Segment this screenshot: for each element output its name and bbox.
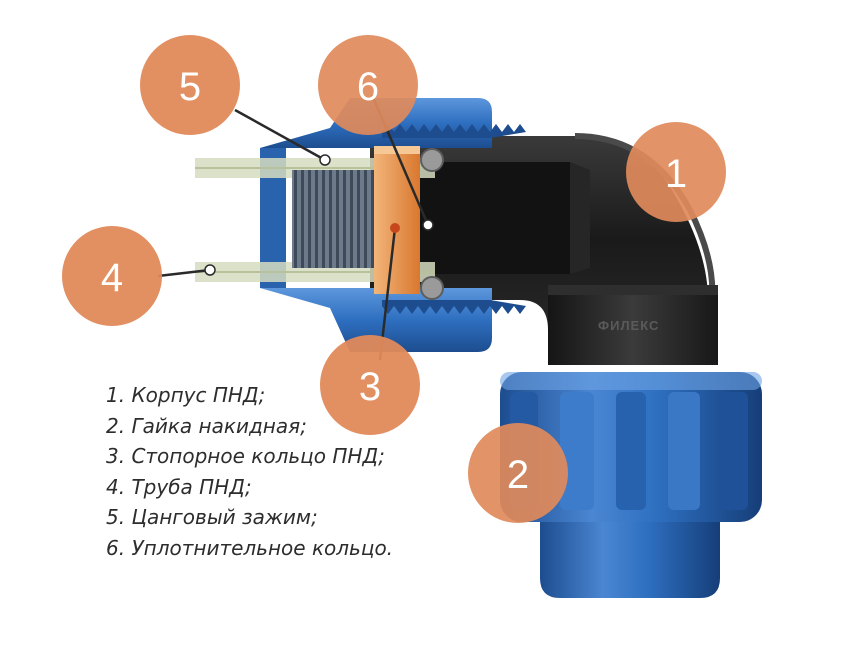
parts-legend: 1. Корпус ПНД; 2. Гайка накидная; 3. Сто… — [106, 380, 393, 564]
svg-text:4: 4 — [101, 256, 123, 300]
legend-item-body: 1. Корпус ПНД; — [106, 383, 266, 407]
callout-6: 6 — [318, 35, 418, 135]
callout-4: 4 — [62, 226, 162, 326]
svg-text:3: 3 — [359, 365, 381, 409]
callout-2: 2 — [468, 423, 568, 523]
svg-text:1: 1 — [665, 152, 687, 196]
o-ring-seal — [420, 148, 444, 300]
legend-item-split-ring: 3. Стопорное кольцо ПНД; — [106, 444, 385, 469]
svg-text:2: 2 — [507, 453, 529, 497]
legend-item-union-nut: 2. Гайка накидная; — [106, 413, 307, 438]
brand-marking: ФИЛЕКС — [598, 318, 659, 333]
split-ring — [374, 146, 420, 294]
leader-dots — [204, 154, 434, 276]
svg-text:6: 6 — [357, 65, 379, 109]
callout-5: 5 — [140, 35, 240, 135]
legend-item-pipe: 4. Труба ПНД; — [106, 474, 252, 499]
legend-item-o-ring: 6. Уплотнительное кольцо. — [106, 535, 394, 560]
svg-text:5: 5 — [179, 65, 201, 109]
legend-item-collet-clamp: 5. Цанговый зажим; — [106, 505, 318, 530]
collet-clamp — [292, 170, 374, 268]
fitting-body: ФИЛЕКС — [370, 133, 718, 365]
callout-3: 3 — [320, 335, 420, 435]
callout-1: 1 — [626, 122, 726, 222]
